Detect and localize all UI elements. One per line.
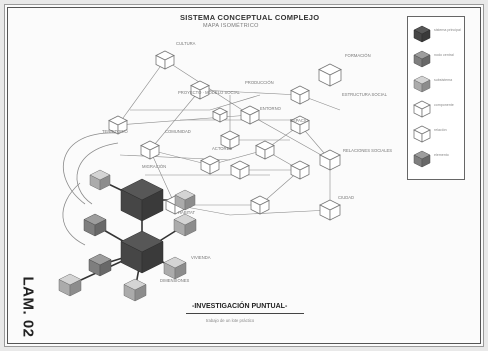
research-caption: trabajo de un lote práctico	[206, 318, 255, 323]
node-label: FORMACIÓN	[345, 53, 371, 58]
legend-label: relación	[434, 128, 447, 132]
legend-label: subsistema	[434, 78, 453, 82]
diagram-title: SISTEMA CONCEPTUAL COMPLEJO	[180, 13, 320, 22]
legend-cube	[413, 100, 431, 118]
legend-cube	[413, 75, 431, 93]
node-label: ENTORNO	[260, 106, 282, 111]
cube-node	[155, 50, 175, 70]
node-label: VIVIENDA	[191, 255, 211, 260]
legend-cube-icon	[413, 125, 431, 143]
cube-node	[290, 85, 310, 105]
node-label: COMUNIDAD	[165, 129, 191, 134]
cube-node	[200, 155, 220, 175]
cube-node	[190, 80, 210, 100]
legend-cube-icon	[413, 100, 431, 118]
cube-node	[250, 195, 270, 215]
legend-cube	[413, 25, 431, 43]
legend-cube-icon	[413, 25, 431, 43]
link-line	[199, 89, 301, 96]
legend-item: subsistema	[412, 73, 462, 93]
cube-node	[318, 63, 342, 87]
cube-node	[140, 140, 160, 160]
cube-node	[163, 256, 187, 280]
legend-label: sistema principal	[434, 28, 461, 32]
cube-node	[240, 105, 260, 125]
legend-item: componente	[412, 98, 462, 118]
flow-arc	[62, 132, 119, 205]
diagram-subtitle: MAPA ISOMÉTRICO	[203, 23, 259, 29]
legend-item: nodo central	[412, 48, 462, 68]
legend-item: relación	[412, 123, 462, 143]
node-label: PROYECTO · MODELO SOCIAL	[178, 90, 240, 95]
node-label: PRODUCCIÓN	[245, 80, 274, 85]
cube-node	[319, 199, 341, 221]
link-line	[149, 149, 176, 206]
node-label: MIGRACIÓN	[142, 164, 166, 169]
cube-node	[120, 178, 164, 222]
node-label: CIUDAD	[338, 195, 354, 200]
cube-node	[255, 140, 275, 160]
node-label: TERRITORIO	[102, 129, 128, 134]
link-line	[117, 59, 166, 126]
cube-node	[83, 213, 107, 237]
cube-node	[220, 130, 240, 150]
node-label: DIMENSIONES	[160, 278, 190, 283]
legend-cube	[413, 50, 431, 68]
legend-item: sistema principal	[412, 23, 462, 43]
cube-node	[88, 253, 112, 277]
cube-node	[290, 160, 310, 180]
cube-node	[120, 230, 164, 274]
cube-node	[212, 107, 228, 123]
cube-nodes	[58, 50, 342, 302]
cube-node	[230, 160, 250, 180]
cube-node	[290, 115, 310, 135]
cube-node	[108, 115, 128, 135]
flow-arcs	[62, 132, 119, 246]
cube-node	[174, 189, 196, 211]
legend-cube-icon	[413, 150, 431, 168]
research-underline	[186, 313, 304, 314]
node-label: RELACIONES SOCIALES	[343, 148, 392, 153]
research-label: -INVESTIGACIÓN PUNTUAL-	[192, 303, 288, 310]
cube-node	[58, 273, 82, 297]
legend-item: elemento	[412, 148, 462, 168]
legend-cube-icon	[413, 50, 431, 68]
plate-code: LAM. 02	[8, 276, 48, 338]
legend-label: componente	[434, 103, 454, 107]
cube-node	[89, 169, 111, 191]
node-label: ESPACIO	[290, 118, 309, 123]
cube-node	[319, 149, 341, 171]
plate-code-text: LAM. 02	[19, 276, 37, 338]
link-line	[229, 209, 331, 216]
node-label: HÁBITAT	[178, 210, 196, 215]
node-labels: CULTURA FORMACIÓN PRODUCCIÓN ESTRUCTURA SOC…	[102, 41, 392, 283]
cube-node	[123, 278, 147, 302]
flow-arc	[76, 142, 119, 205]
legend-cube-icon	[413, 75, 431, 93]
node-label: CULTURA	[176, 41, 196, 46]
node-label: ESTRUCTURA SOCIAL	[342, 92, 388, 97]
legend-label: nodo central	[434, 53, 454, 57]
legend-cube	[413, 150, 431, 168]
flow-arc	[62, 182, 86, 246]
link-line	[209, 94, 261, 111]
node-label: ACTORES	[212, 146, 232, 151]
plate-frame	[7, 7, 481, 344]
legend-cube	[413, 125, 431, 143]
cube-node	[173, 213, 197, 237]
link-line	[249, 114, 331, 161]
link-line	[149, 89, 201, 151]
legend-label: elemento	[434, 153, 449, 157]
legend-panel: sistema principal nodo central subsistema c…	[407, 16, 465, 180]
